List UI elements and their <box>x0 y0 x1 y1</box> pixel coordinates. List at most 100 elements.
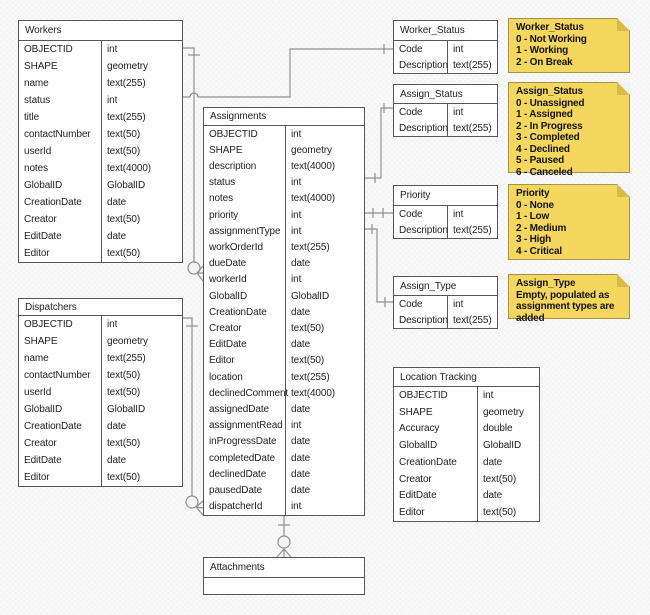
field-row: GlobalID GlobalID <box>394 437 539 454</box>
field-type: date <box>291 404 311 416</box>
table-title: Assign_Type <box>394 277 497 296</box>
field-name: CreationDate <box>19 418 102 435</box>
note-line: 0 - Unassigned <box>516 97 585 109</box>
field-type: text(255) <box>291 242 330 254</box>
note-line: 1 - Low <box>516 211 550 222</box>
field-name: Creator <box>204 320 286 337</box>
field-name: OBJECTID <box>19 316 102 333</box>
field-type: double <box>483 423 513 435</box>
note-line: 2 - Medium <box>516 222 567 234</box>
field-type: GlobalID <box>107 404 146 415</box>
note-fold-icon <box>617 274 630 287</box>
table-title: Priority <box>394 186 497 206</box>
field-name: Code <box>394 206 448 222</box>
field-name: CreationDate <box>204 304 286 321</box>
field-type: date <box>107 421 127 432</box>
table-title: Workers <box>19 21 182 41</box>
connector-workers-workerstatus <box>183 48 393 98</box>
field-name: declinedComment <box>204 385 288 402</box>
field-type: text(50) <box>291 355 325 367</box>
note-fold-icon <box>617 184 630 197</box>
field-name: Description <box>394 120 448 136</box>
field-type: text(255) <box>453 314 492 326</box>
field-name: dispatcherId <box>204 498 286 515</box>
table-title: Worker_Status <box>394 21 497 41</box>
field-type: int <box>107 95 118 106</box>
note-line: 0 - Not Working <box>516 33 587 45</box>
field-name: location <box>204 369 286 386</box>
field-name: EditDate <box>394 487 478 505</box>
field-name: userId <box>19 384 102 401</box>
entity-attachments[interactable]: Attachments <box>203 557 365 595</box>
note-assign-type[interactable]: Assign_Type Empty, populated as assignme… <box>508 274 630 324</box>
field-name: title <box>19 109 102 126</box>
table-body <box>204 578 364 594</box>
field-name: SHAPE <box>204 142 286 159</box>
field-type: text(50) <box>483 507 517 519</box>
field-name: assignmentType <box>204 223 286 240</box>
crow-foot <box>195 500 204 516</box>
field-name: EditDate <box>19 452 102 469</box>
field-name: userId <box>19 143 102 160</box>
field-type: GlobalID <box>483 440 522 452</box>
note-title: Priority <box>516 188 550 199</box>
field-name: inProgressDate <box>204 433 286 451</box>
field-name: workerId <box>204 271 286 289</box>
note-line: 3 - High <box>516 234 552 245</box>
field-type: int <box>483 389 494 401</box>
field-type: geometry <box>107 336 148 347</box>
field-type: date <box>291 485 311 497</box>
field-name: OBJECTID <box>19 41 102 58</box>
table-title: Attachments <box>204 558 364 578</box>
field-name: GlobalID <box>394 437 478 454</box>
note-title: Assign_Type <box>516 278 576 289</box>
note-line: 3 - Completed <box>516 132 580 143</box>
note-body: Empty, populated as assignment types are… <box>516 290 625 325</box>
field-type: int <box>291 128 302 140</box>
field-type: text(4000) <box>107 163 152 174</box>
note-line: 1 - Working <box>516 45 569 56</box>
field-type: int <box>107 44 118 55</box>
field-name: assignmentRead <box>204 417 286 434</box>
